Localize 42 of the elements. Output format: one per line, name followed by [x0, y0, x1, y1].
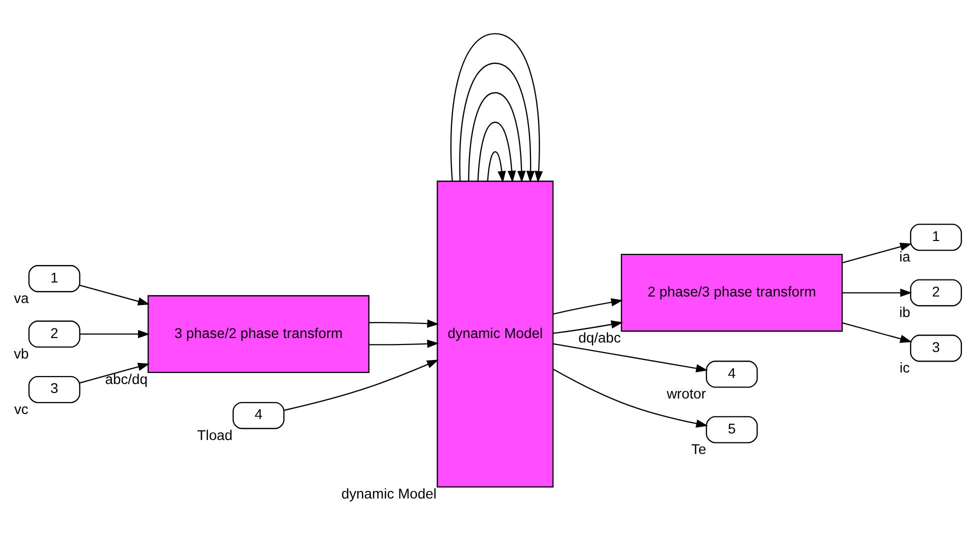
arrow — [450, 33, 543, 183]
node-label: ib — [899, 305, 910, 322]
node-label: ia — [899, 250, 910, 266]
node-label: abc/dq — [105, 372, 148, 388]
node-box: 2 phase/3 phase transform — [620, 254, 843, 332]
arrow — [368, 319, 440, 328]
arrow — [80, 330, 150, 338]
node-box: 4 — [232, 402, 284, 430]
node-box: 1 — [28, 265, 80, 292]
arrow — [552, 298, 623, 315]
arrow — [80, 362, 150, 384]
arrow — [487, 151, 506, 183]
node-box: 1 — [910, 224, 962, 251]
node-label: wrotor — [666, 386, 706, 403]
arrow — [842, 322, 912, 343]
arrow — [468, 92, 526, 183]
arrow — [552, 320, 623, 334]
node-label: vc — [14, 402, 28, 418]
node-box: 4 — [706, 360, 758, 388]
node-box: 2 — [910, 279, 962, 306]
node-label: vb — [14, 346, 29, 362]
node-box: 2 — [28, 320, 80, 348]
node-box: dynamic Model — [436, 180, 554, 488]
arrow — [368, 340, 440, 348]
arrow — [80, 284, 150, 306]
node-label: va — [14, 290, 29, 307]
node-label: Te — [691, 442, 706, 458]
node-label: dq/abc — [578, 330, 621, 346]
arrow — [842, 288, 912, 297]
node-label: ic — [900, 360, 910, 377]
arrow — [552, 368, 708, 428]
node-label: dynamic Model — [341, 486, 437, 502]
node-box: 5 — [706, 416, 758, 444]
arrow — [459, 62, 535, 183]
arrow — [842, 242, 912, 264]
node-box: 3 — [28, 376, 80, 404]
arrow — [477, 122, 516, 183]
node-label: Tload — [197, 428, 233, 444]
node-box: 3 — [910, 334, 962, 362]
node-box: 3 phase/2 phase transform — [148, 295, 370, 374]
arrow — [552, 343, 708, 372]
arrow — [284, 360, 439, 411]
